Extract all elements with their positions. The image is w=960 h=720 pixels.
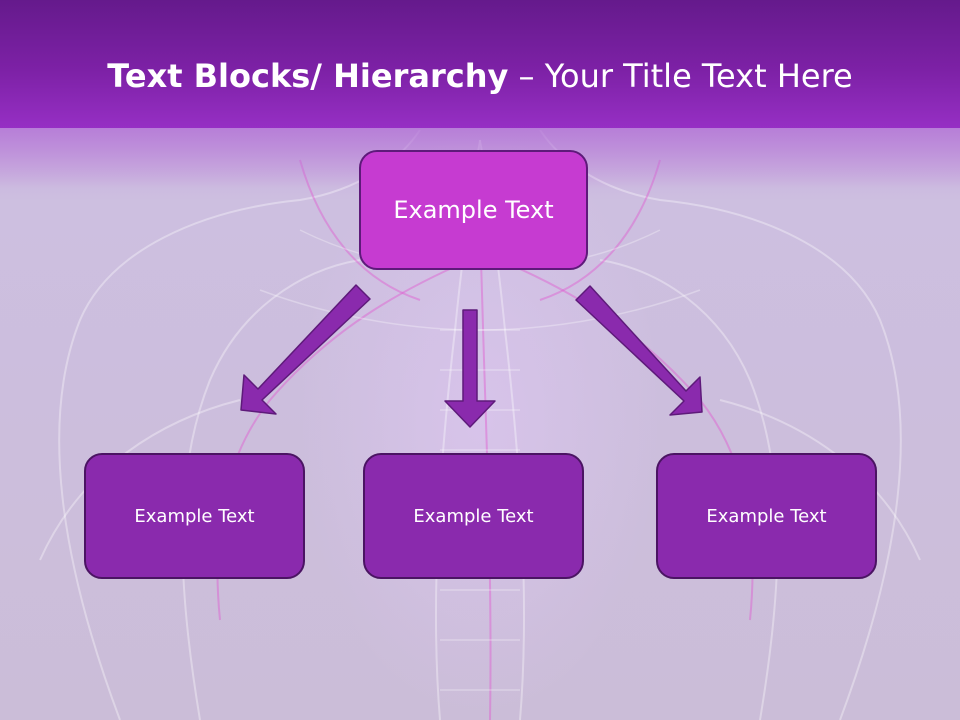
slide-title: Text Blocks/ Hierarchy – Your Title Text… bbox=[0, 52, 960, 100]
slide-title-bold: Text Blocks/ Hierarchy bbox=[107, 57, 509, 95]
top-text-block-label: Example Text bbox=[393, 196, 554, 224]
slide-title-rest: – Your Title Text Here bbox=[508, 57, 853, 95]
title-bar bbox=[0, 0, 960, 128]
top-text-block[interactable]: Example Text bbox=[359, 150, 588, 270]
child-text-block-1-label: Example Text bbox=[134, 505, 255, 527]
child-text-block-3-label: Example Text bbox=[706, 505, 827, 527]
arrow-left bbox=[240, 284, 371, 415]
child-text-block-3[interactable]: Example Text bbox=[656, 453, 877, 579]
arrow-right bbox=[575, 285, 703, 416]
child-text-block-2[interactable]: Example Text bbox=[363, 453, 584, 579]
child-text-block-2-label: Example Text bbox=[413, 505, 534, 527]
child-text-block-1[interactable]: Example Text bbox=[84, 453, 305, 579]
arrow-center bbox=[444, 309, 496, 428]
